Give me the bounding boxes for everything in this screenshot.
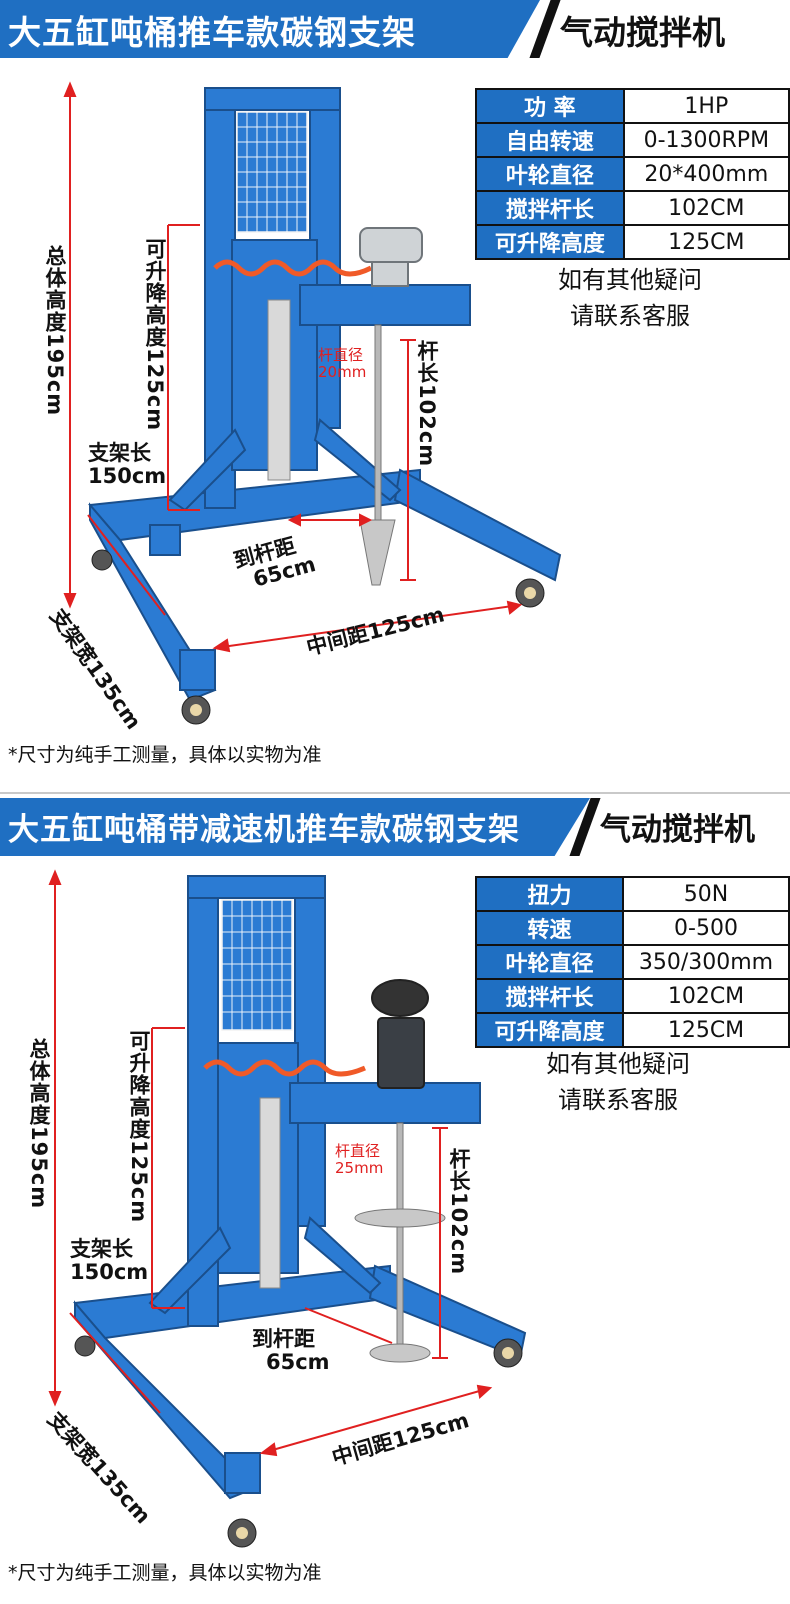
panel-divider [0,792,790,794]
rod-length-label: 杆长102cm [415,340,439,468]
panel-title: 大五缸吨桶推车款碳钢支架 [8,13,416,52]
panel-subtitle: 气动搅拌机 [560,13,725,52]
spec-value: 0-500 [622,910,790,946]
title-banner [0,0,540,58]
spec-key: 叶轮直径 [475,944,624,980]
spec-key: 叶轮直径 [475,156,625,192]
title-banner [0,798,590,856]
lift-height-label: 可升降高度125cm [127,1030,151,1224]
product-panel-2: 大五缸吨桶带减速机推车款碳钢支架 气动搅拌机 [0,798,790,1604]
spec-key: 搅拌杆长 [475,190,625,226]
spec-value: 102CM [622,978,790,1014]
rod-length-label: 杆长102cm [447,1148,471,1276]
product-panel-1: 大五缸吨桶推车款碳钢支架 气动搅拌机 [0,0,790,790]
spec-value: 125CM [622,1012,790,1048]
spec-value: 102CM [622,190,790,226]
contact-note: 如有其他疑问 请联系客服 [500,262,760,334]
product-illustration [63,81,562,725]
stand-length-title: 支架长 [70,1237,133,1261]
to-rod-value: 65cm [266,1350,330,1374]
stand-length-label: 支架长 150cm [70,1238,148,1284]
stand-length-label: 支架长 150cm [88,442,166,488]
spec-value: 20*400mm [622,156,790,192]
rod-diameter-value: 25mm [335,1159,384,1177]
panel-title: 大五缸吨桶带减速机推车款碳钢支架 [8,812,520,848]
rod-diameter-title: 杆直径 [318,346,364,364]
panel-subtitle: 气动搅拌机 [600,812,755,848]
panel-header: 大五缸吨桶推车款碳钢支架 气动搅拌机 [0,0,790,58]
total-height-label: 总体高度195cm [43,245,67,417]
product-illustration [48,869,527,1548]
spec-key: 自由转速 [475,122,625,158]
spec-value: 50N [622,876,790,912]
spec-value: 125CM [622,224,790,260]
contact-note: 如有其他疑问 请联系客服 [488,1046,748,1118]
contact-line: 请联系客服 [570,302,690,330]
stand-length-value: 150cm [70,1260,149,1284]
stand-length-value: 150cm [88,464,167,488]
contact-line: 如有其他疑问 [558,266,702,294]
measurement-note: *尺寸为纯手工测量，具体以实物为准 [8,744,322,766]
rod-diameter-title: 杆直径 [335,1142,381,1160]
spec-value: 0-1300RPM [622,122,790,158]
spec-value: 350/300mm [622,944,790,980]
spec-key: 转速 [475,910,624,946]
spec-key: 可升降高度 [475,1012,624,1048]
spec-key: 搅拌杆长 [475,978,624,1014]
spec-value: 1HP [622,88,790,124]
panel-header: 大五缸吨桶带减速机推车款碳钢支架 气动搅拌机 [0,798,790,856]
rod-diameter-label: 杆直径 25mm [335,1143,383,1177]
to-rod-title: 到杆距 [252,1327,315,1351]
spec-key: 可升降高度 [475,224,625,260]
to-rod-label: 到杆距 65cm [252,1328,330,1374]
rod-diameter-value: 20mm [318,363,367,381]
spec-key: 扭力 [475,876,624,912]
measurement-note: *尺寸为纯手工测量，具体以实物为准 [8,1562,322,1584]
stand-length-title: 支架长 [88,441,151,465]
spec-key: 功 率 [475,88,625,124]
contact-line: 如有其他疑问 [546,1050,690,1078]
lift-height-label: 可升降高度125cm [143,238,167,432]
rod-diameter-label: 杆直径 20mm [318,347,366,381]
contact-line: 请联系客服 [558,1086,678,1114]
total-height-label: 总体高度195cm [27,1038,51,1210]
